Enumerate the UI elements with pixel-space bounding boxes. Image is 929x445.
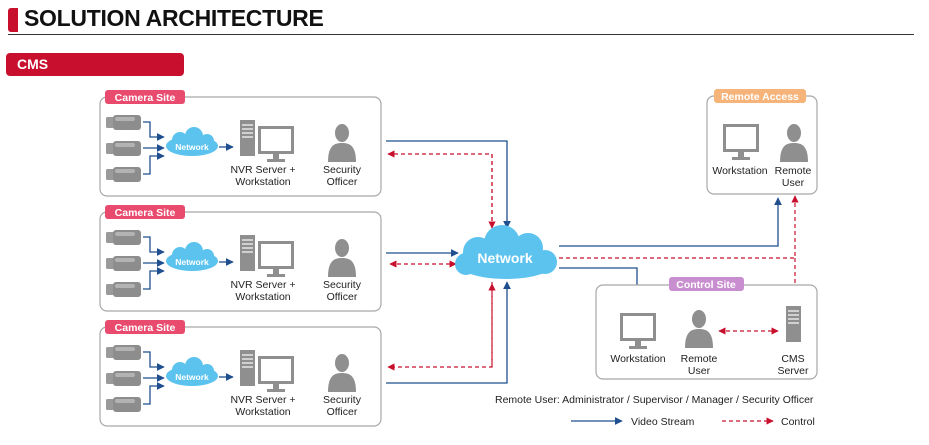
site-network-label: Network: [175, 257, 209, 267]
site-network-cloud: Network: [166, 357, 218, 386]
control-site-tag: [669, 277, 744, 291]
legend-control-label: Control: [781, 416, 815, 428]
nvr-server-icon: [240, 235, 255, 271]
control-site: Control Site Workstation Remote User CMS…: [595, 277, 818, 380]
camera-icon: [106, 230, 141, 245]
site-network-cloud: Network: [166, 242, 218, 271]
camera-icon: [106, 141, 141, 156]
site-network-label: Network: [175, 372, 209, 382]
camera-icon: [106, 397, 141, 412]
section-tab-label: CMS: [17, 56, 49, 72]
remote-user-label: Remote: [681, 353, 718, 365]
title-divider: [8, 34, 914, 35]
camera-site-tag-label: Camera Site: [115, 207, 176, 219]
security-officer-label: Security: [323, 164, 362, 176]
remote-access-site: Remote Access Workstation Remote User: [706, 89, 818, 195]
nvr-server-icon: [240, 350, 255, 386]
security-officer-label: Officer: [327, 291, 358, 303]
camera-site-tag: [105, 320, 185, 334]
nvr-server-label: NVR Server +: [230, 164, 295, 176]
camera-icon: [106, 115, 141, 130]
camera-site-tag: [105, 90, 185, 104]
camera-icon: [106, 371, 141, 386]
nvr-server-label: NVR Server +: [230, 394, 295, 406]
legend-video-stream-label: Video Stream: [631, 416, 695, 428]
security-officer-label: Officer: [327, 176, 358, 188]
camera-icon: [106, 345, 141, 360]
camera-site-1: Camera Site Network NVR Server + Worksta…: [99, 90, 382, 197]
nvr-workstation-label: Workstation: [235, 291, 290, 303]
remote-user-label: User: [688, 365, 711, 377]
remote-user-label: Remote: [775, 165, 812, 177]
nvr-server-icon: [240, 120, 255, 156]
camera-site-tag: [105, 205, 185, 219]
camera-site-tag-label: Camera Site: [115, 92, 176, 104]
workstation-label: Workstation: [712, 165, 767, 177]
nvr-server-label: NVR Server +: [230, 279, 295, 291]
nvr-workstation-label: Workstation: [235, 406, 290, 418]
remote-user-footnote: Remote User: Administrator / Supervisor …: [495, 394, 814, 406]
legend: Video Stream Control: [571, 416, 815, 428]
control-site-tag-label: Control Site: [676, 279, 736, 291]
remote-access-tag: [714, 89, 806, 103]
cms-server-label: Server: [778, 365, 809, 377]
cms-server-label: CMS: [781, 353, 804, 365]
section-tab-cms: [6, 53, 184, 76]
site-network-label: Network: [175, 142, 209, 152]
site-connections: [386, 140, 511, 384]
central-network-cloud: Network: [455, 225, 557, 279]
title-accent-bar: [8, 8, 18, 32]
nvr-workstation-label: Workstation: [235, 176, 290, 188]
remote-user-label: User: [782, 177, 805, 189]
camera-site-3: Camera Site Network NVR Server + Worksta…: [99, 320, 382, 427]
central-network-label: Network: [477, 250, 532, 266]
remote-access-tag-label: Remote Access: [721, 91, 799, 103]
camera-site-2: Camera Site Network NVR Server + Worksta…: [99, 205, 382, 312]
workstation-label: Workstation: [610, 353, 665, 365]
site-network-cloud: Network: [166, 127, 218, 156]
camera-site-tag-label: Camera Site: [115, 322, 176, 334]
security-officer-label: Security: [323, 394, 362, 406]
security-officer-label: Security: [323, 279, 362, 291]
page-title: SOLUTION ARCHITECTURE: [24, 5, 324, 31]
cms-server-icon: [786, 306, 801, 342]
camera-icon: [106, 167, 141, 182]
camera-icon: [106, 282, 141, 297]
camera-icon: [106, 256, 141, 271]
security-officer-label: Officer: [327, 406, 358, 418]
